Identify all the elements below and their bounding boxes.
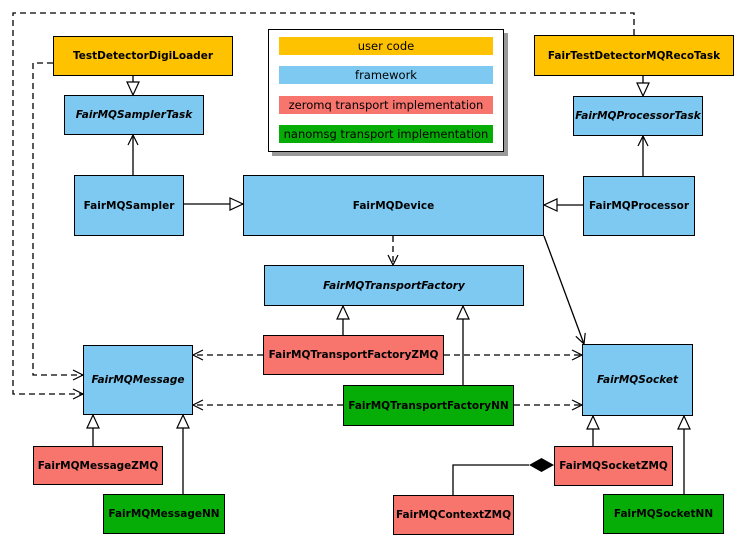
legend: user code framework zeromq transport imp… (268, 29, 504, 152)
node-fairmqsocket: FairMQSocket (582, 344, 693, 416)
legend-item-user-code: user code (279, 37, 493, 55)
node-fairmqmessagenn: FairMQMessageNN (103, 494, 225, 534)
node-fairmqtransportfactory: FairMQTransportFactory (264, 265, 524, 306)
legend-item-nanomsg: nanomsg transport implementation (279, 124, 493, 143)
node-fairmqmessage: FairMQMessage (83, 345, 193, 415)
node-fairmqcontextzmq: FairMQContextZMQ (393, 495, 514, 535)
node-fairmqprocessortask: FairMQProcessorTask (573, 96, 703, 136)
node-testdetectordigiloader: TestDetectorDigiLoader (53, 36, 233, 76)
legend-item-zeromq: zeromq transport implementation (279, 95, 493, 114)
node-fairmqsampler: FairMQSampler (74, 175, 184, 236)
node-fairmqsocketzmq: FairMQSocketZMQ (554, 446, 673, 486)
node-fairmqtransportfactoryzmq: FairMQTransportFactoryZMQ (263, 335, 444, 375)
node-fairmqdevice: FairMQDevice (243, 175, 544, 236)
node-fairmqtransportfactorynn: FairMQTransportFactoryNN (343, 385, 514, 426)
node-fairmqmessagezmq: FairMQMessageZMQ (33, 446, 163, 485)
legend-item-framework: framework (279, 66, 493, 85)
node-fairmqsocketnn: FairMQSocketNN (603, 494, 724, 534)
composition-diamond-icon (529, 458, 554, 472)
node-fairmqsamplertask: FairMQSamplerTask (64, 95, 204, 135)
line-composition-contextzmq-to-socketzmq (452, 464, 529, 495)
arrow-association-device-to-socket (543, 235, 586, 346)
node-fairtestdetectormqrecotask: FairTestDetectorMQRecoTask (534, 35, 734, 76)
node-fairmqprocessor: FairMQProcessor (583, 176, 695, 236)
